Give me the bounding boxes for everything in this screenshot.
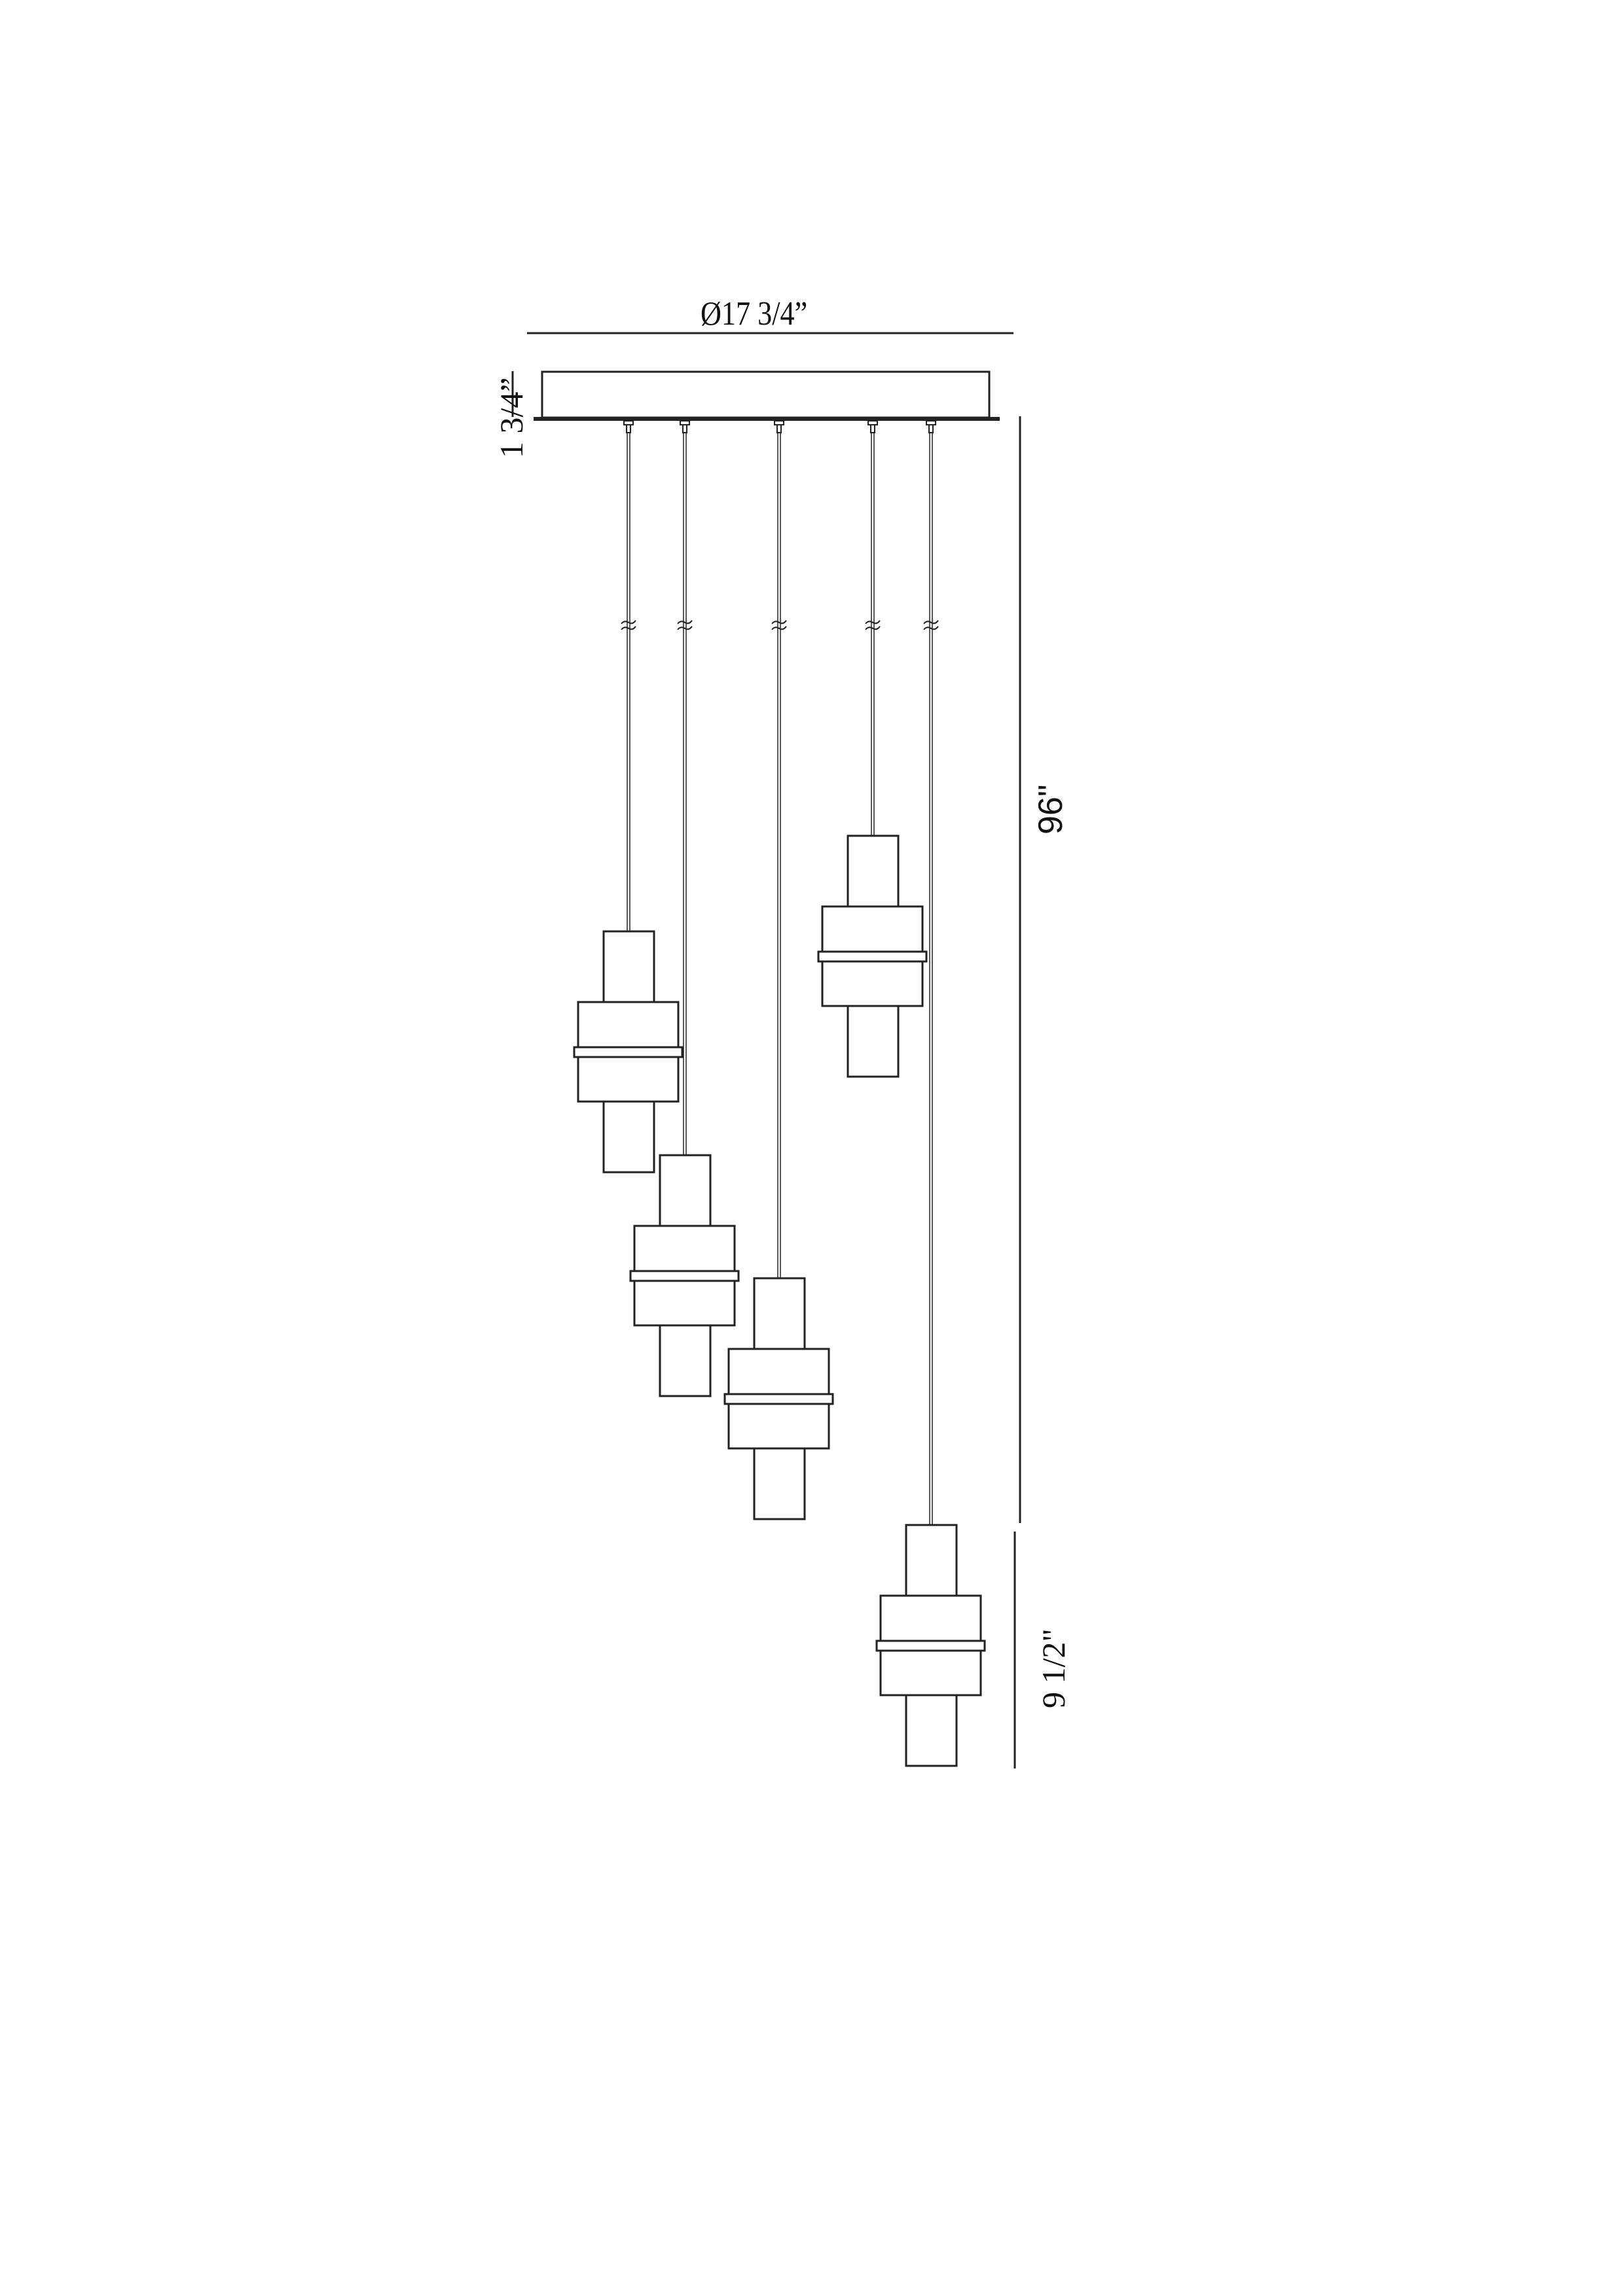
pendant-bottom-tube: [847, 1005, 900, 1078]
pendant-band: [723, 1393, 834, 1405]
pendant-band: [817, 950, 928, 963]
cord-connector: [776, 424, 782, 433]
cord-break-icon: [865, 626, 881, 630]
canopy: [541, 370, 991, 419]
cord-break-icon: [923, 626, 939, 630]
cord-break-icon: [923, 620, 939, 624]
pendant-band: [875, 1640, 986, 1652]
pendant-height-label: 9 1/2": [1035, 1628, 1072, 1708]
pendant-bottom-tube: [753, 1447, 806, 1520]
cord-break-icon: [771, 626, 787, 630]
canopy-height-label: 1 3/4”: [493, 377, 530, 458]
cord-break-icon: [677, 620, 693, 624]
pendant-top-tube: [659, 1154, 712, 1227]
cord-connector: [870, 424, 875, 433]
pendant-band: [629, 1270, 740, 1282]
pendant-top-tube: [847, 834, 900, 908]
pendant-group: [573, 420, 986, 1767]
pendant-top-tube: [905, 1524, 958, 1597]
cord-break-icon: [771, 620, 787, 624]
pendant-bottom-tube: [602, 1100, 655, 1174]
overall-height-label: 96": [1032, 784, 1070, 834]
cord-break-icon: [677, 626, 693, 630]
cord-break-icon: [621, 626, 636, 630]
cord-connector: [928, 424, 934, 433]
cord-connector: [682, 424, 687, 433]
cord-break-icon: [865, 620, 881, 624]
cord-break-icon: [621, 620, 636, 624]
pendant-top-tube: [753, 1277, 806, 1350]
pendant-bottom-tube: [659, 1324, 712, 1397]
pendant-bottom-tube: [905, 1694, 958, 1767]
pendant-top-tube: [602, 930, 655, 1003]
pendant-band: [573, 1046, 684, 1058]
cord-connector: [626, 424, 631, 433]
canopy-diameter-label: Ø17 3/4”: [701, 295, 808, 332]
